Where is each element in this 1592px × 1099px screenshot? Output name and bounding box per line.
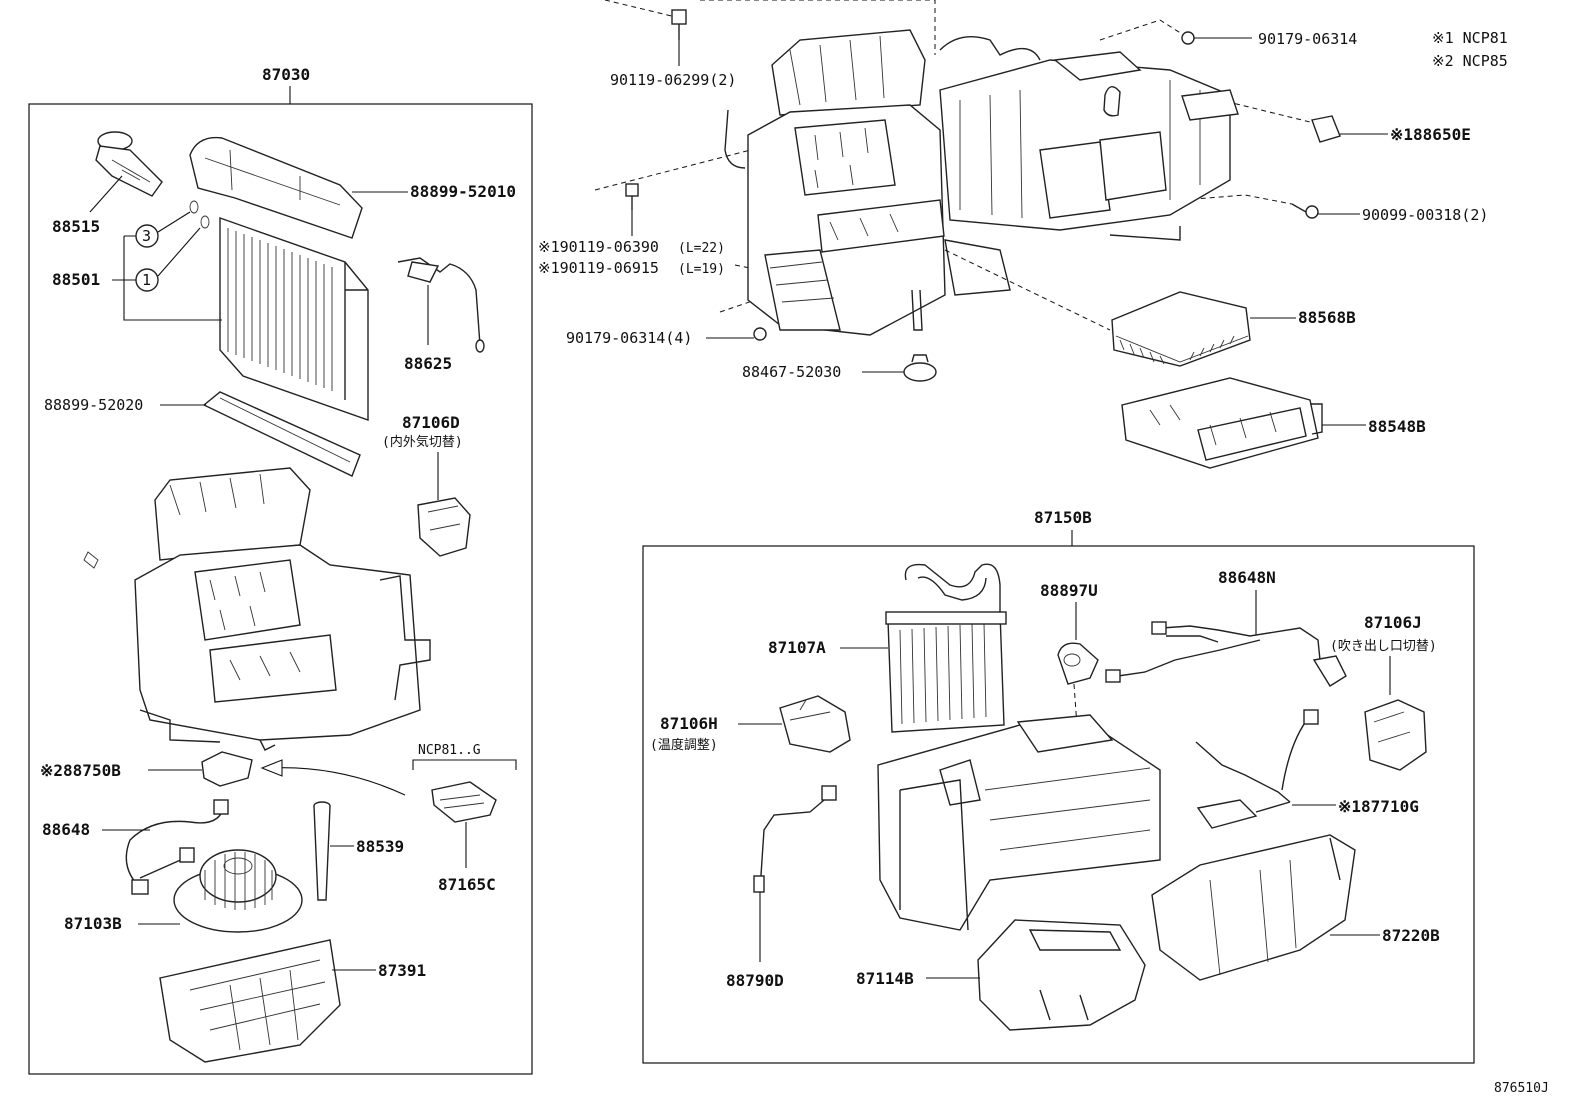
part-88897U-drawing bbox=[1057, 642, 1099, 685]
label-87107A: 87107A bbox=[768, 638, 826, 657]
dashed-top bbox=[604, 0, 936, 55]
leader-callouts bbox=[157, 211, 201, 277]
part-88568B-drawing bbox=[1111, 291, 1251, 367]
o-ring-1 bbox=[200, 215, 210, 229]
label-87106D: 87106D bbox=[402, 413, 460, 432]
label-88467-52030: 88467-52030 bbox=[742, 363, 841, 381]
part-88501-drawing bbox=[219, 217, 369, 421]
part-87103B-drawing bbox=[173, 849, 303, 933]
dashed-90099 bbox=[1119, 194, 1293, 206]
part-90099-00318-drawing bbox=[1291, 203, 1319, 219]
label-90119-06390: ※190119-06390 bbox=[538, 238, 659, 256]
label-87106D-note: (内外気切替) bbox=[382, 434, 463, 450]
label-90179-06314-4: 90179-06314(4) bbox=[566, 329, 692, 347]
label-88515: 88515 bbox=[52, 217, 100, 236]
nut-90179-06314-top bbox=[1181, 31, 1195, 45]
part-88648N-drawing bbox=[1105, 621, 1347, 687]
part-88548B-drawing bbox=[1121, 377, 1323, 469]
part-88539-drawing bbox=[313, 801, 331, 901]
part-88750B-drawing bbox=[201, 751, 253, 787]
subgroup-label: NCP81..G bbox=[418, 743, 481, 758]
arrow-curve bbox=[269, 767, 406, 796]
label-90119-06915: ※190119-06915 bbox=[538, 259, 659, 277]
label-90119-06390-len: (L=22) bbox=[678, 241, 725, 256]
arrow-head bbox=[260, 759, 283, 777]
part-88899-52020-drawing bbox=[202, 391, 361, 477]
part-87391-drawing bbox=[159, 939, 341, 1063]
o-ring-3 bbox=[189, 200, 199, 214]
label-88648: 88648 bbox=[42, 820, 90, 839]
label-88650E: ※188650E bbox=[1390, 125, 1471, 144]
note-ncp85: ※2 NCP85 bbox=[1432, 52, 1508, 70]
hvac-assembly-top-drawing bbox=[724, 29, 1239, 336]
label-87106J: 87106J bbox=[1364, 613, 1422, 632]
clip-small bbox=[83, 551, 99, 569]
label-90179-06314-top: 90179-06314 bbox=[1258, 30, 1357, 48]
callout-1: 1 bbox=[142, 271, 151, 289]
group-label-left: 87030 bbox=[262, 65, 310, 84]
label-88539: 88539 bbox=[356, 837, 404, 856]
label-88790D: 88790D bbox=[726, 971, 784, 990]
part-88790D-drawing bbox=[753, 785, 837, 893]
leader-88515 bbox=[89, 175, 123, 213]
label-90119-06299: 90119-06299(2) bbox=[610, 71, 736, 89]
label-88568B: 88568B bbox=[1298, 308, 1356, 327]
part-87106J-drawing bbox=[1364, 699, 1427, 771]
part-90119-06299-drawing bbox=[671, 9, 687, 40]
part-88899-52010-drawing bbox=[189, 136, 363, 239]
label-87114B: 87114B bbox=[856, 969, 914, 988]
part-88515-drawing bbox=[95, 131, 163, 197]
part-88650E-drawing bbox=[1311, 115, 1341, 143]
label-88899-52010: 88899-52010 bbox=[410, 182, 516, 201]
part-88648-drawing bbox=[125, 799, 229, 895]
part-88467-52030-drawing bbox=[903, 354, 937, 382]
part-88625-drawing bbox=[397, 257, 485, 353]
label-88625: 88625 bbox=[404, 354, 452, 373]
group-box-right bbox=[642, 545, 1475, 1064]
label-88899-52020: 88899-52020 bbox=[44, 396, 143, 414]
part-87220B-drawing bbox=[1151, 834, 1356, 981]
dashed-06390 bbox=[594, 144, 771, 191]
figure-code: 876510J bbox=[1494, 1081, 1549, 1096]
dashed-88568B bbox=[944, 249, 1111, 331]
part-90119-06390-drawing bbox=[625, 183, 639, 210]
note-ncp81: ※1 NCP81 bbox=[1432, 29, 1508, 47]
part-87106D-drawing bbox=[417, 497, 471, 557]
label-87165C: 87165C bbox=[438, 875, 496, 894]
heater-unit-left-drawing bbox=[134, 467, 431, 751]
part-87165C-drawing bbox=[431, 781, 497, 823]
label-88548B: 88548B bbox=[1368, 417, 1426, 436]
group-box-left bbox=[28, 103, 533, 1075]
part-87114B-drawing bbox=[977, 919, 1146, 1031]
label-90119-06915-len: (L=19) bbox=[678, 262, 725, 277]
label-87103B: 87103B bbox=[64, 914, 122, 933]
label-88750B: ※288750B bbox=[40, 761, 121, 780]
group-label-right: 87150B bbox=[1034, 508, 1092, 527]
label-88648N: 88648N bbox=[1218, 568, 1276, 587]
label-87391: 87391 bbox=[378, 961, 426, 980]
part-87710G-drawing bbox=[1195, 709, 1319, 829]
label-87106H-note: (温度調整) bbox=[650, 737, 718, 753]
label-88897U: 88897U bbox=[1040, 581, 1098, 600]
dashed-nut-top bbox=[1099, 19, 1183, 41]
label-88501: 88501 bbox=[52, 270, 100, 289]
callout-3: 3 bbox=[142, 227, 151, 245]
label-87220B: 87220B bbox=[1382, 926, 1440, 945]
heater-case-drawing bbox=[877, 714, 1161, 931]
label-87106H: 87106H bbox=[660, 714, 718, 733]
label-90099-00318: 90099-00318(2) bbox=[1362, 206, 1488, 224]
label-87710G: ※187710G bbox=[1338, 797, 1419, 816]
part-87107A-drawing bbox=[885, 563, 1007, 733]
label-87106J-note: (吹き出し口切替) bbox=[1330, 639, 1437, 654]
part-87106H-drawing bbox=[779, 695, 851, 753]
leader-88501 bbox=[112, 235, 222, 321]
nut-90179-06314-4 bbox=[753, 327, 767, 341]
subgroup-bracket bbox=[412, 759, 517, 770]
